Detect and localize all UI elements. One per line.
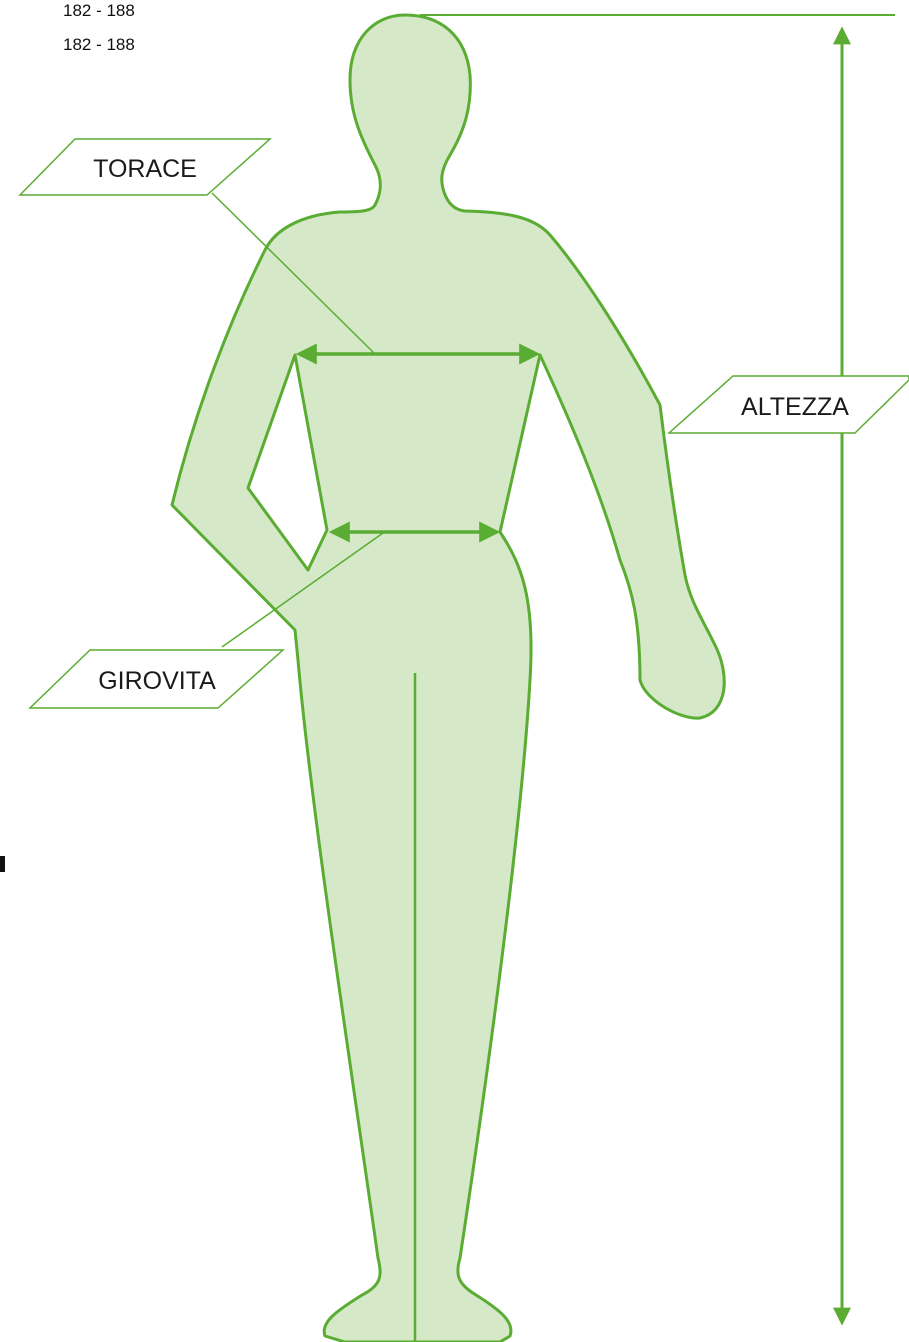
waist-label-text: GIROVITA bbox=[98, 667, 216, 695]
height-label: ALTEZZA bbox=[669, 376, 909, 433]
height-label-text: ALTEZZA bbox=[741, 393, 849, 421]
waist-label: GIROVITA bbox=[30, 650, 283, 708]
body-silhouette bbox=[172, 15, 724, 1342]
chest-label-text: TORACE bbox=[93, 155, 197, 183]
chest-label: TORACE bbox=[20, 139, 270, 195]
